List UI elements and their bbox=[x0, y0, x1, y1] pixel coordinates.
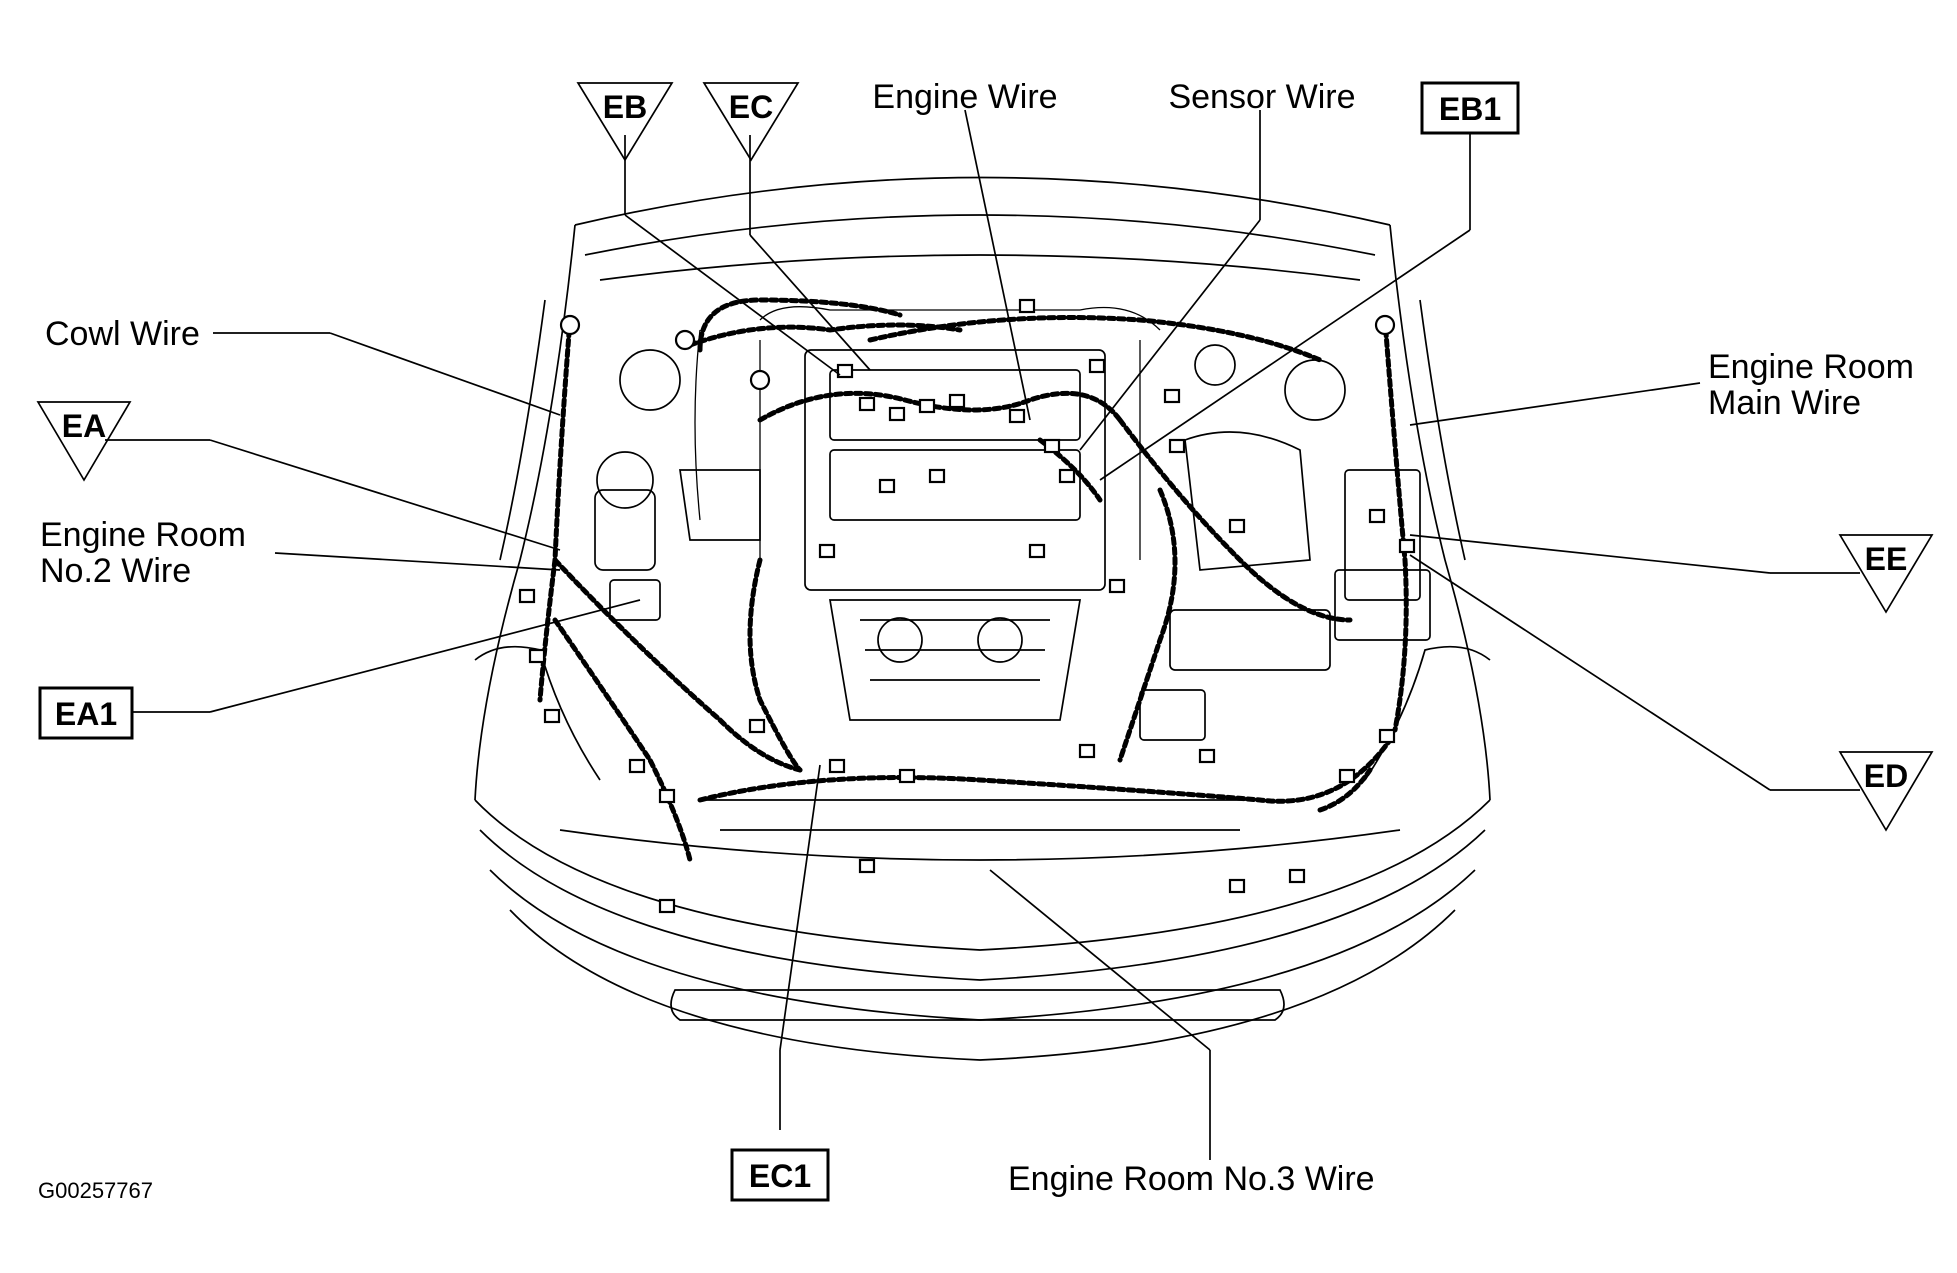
triangle-code-ec: EC bbox=[702, 82, 800, 162]
leader-lines bbox=[105, 109, 1860, 1160]
label-engine-room-no2-wire-line2: No.2 Wire bbox=[40, 552, 191, 590]
label-engine-room-no2-wire-line1: Engine Room bbox=[40, 516, 246, 554]
code-eb-text: EB bbox=[603, 89, 647, 125]
code-ec-text: EC bbox=[729, 89, 773, 125]
triangle-code-ea: EA bbox=[36, 401, 132, 482]
code-eb1-text: EB1 bbox=[1439, 91, 1501, 127]
label-engine-wire: Engine Wire bbox=[872, 78, 1057, 116]
label-cowl-wire: Cowl Wire bbox=[45, 315, 200, 353]
connectors bbox=[518, 298, 1416, 914]
code-ea1-text: EA1 bbox=[55, 696, 117, 732]
triangle-code-ed: ED bbox=[1838, 751, 1934, 832]
engine-block bbox=[594, 306, 1431, 741]
code-ee-text: EE bbox=[1865, 541, 1908, 577]
triangle-code-eb: EB bbox=[576, 82, 674, 162]
car-body-outline bbox=[474, 176, 1491, 1061]
code-ed-text: ED bbox=[1864, 758, 1908, 794]
code-ea-text: EA bbox=[62, 408, 106, 444]
figure-reference: G00257767 bbox=[38, 1178, 153, 1203]
label-engine-room-no3-wire: Engine Room No.3 Wire bbox=[1008, 1160, 1375, 1198]
box-code-eb1: EB1 bbox=[1420, 81, 1520, 135]
wire-harnesses bbox=[537, 297, 1409, 863]
label-sensor-wire: Sensor Wire bbox=[1168, 78, 1355, 116]
label-engine-room-main-wire-line1: Engine Room bbox=[1708, 348, 1914, 386]
triangle-code-ee: EE bbox=[1838, 534, 1934, 614]
label-engine-room-main-wire-line2: Main Wire bbox=[1708, 384, 1861, 422]
box-code-ea1: EA1 bbox=[38, 686, 134, 740]
box-code-ec1: EC1 bbox=[730, 1148, 830, 1202]
code-ec1-text: EC1 bbox=[749, 1158, 811, 1194]
